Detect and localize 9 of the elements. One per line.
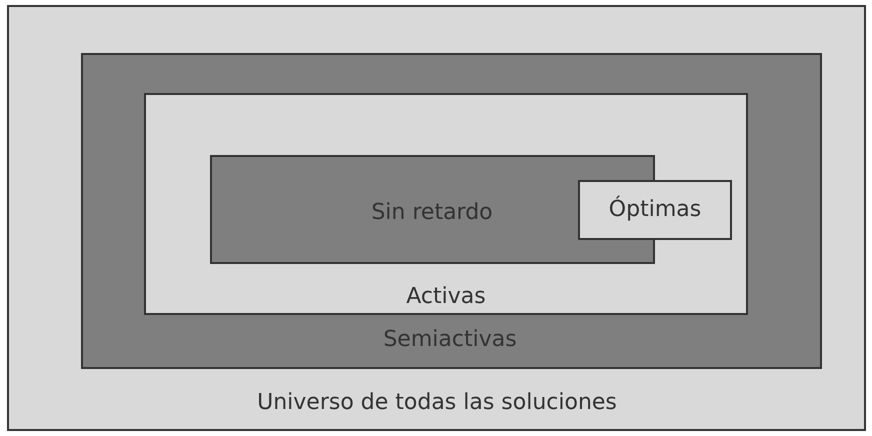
set-label: Óptimas: [608, 196, 702, 224]
set-label: Activas: [406, 284, 486, 310]
set-region: [7, 5, 866, 431]
set-label: Sin retardo: [371, 200, 493, 226]
set-region: [578, 180, 732, 240]
set-region: [144, 93, 748, 315]
set-label: Semiactivas: [383, 326, 517, 354]
set-label: Universo de todas las soluciones: [257, 390, 617, 416]
set-region: [81, 53, 822, 369]
